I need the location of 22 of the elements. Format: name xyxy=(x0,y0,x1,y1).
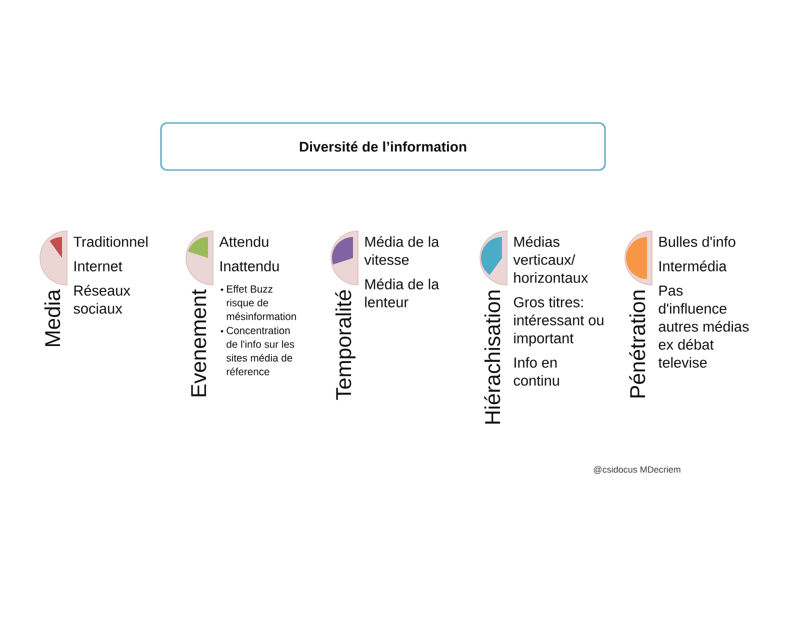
list-item: Attendu xyxy=(219,236,268,247)
category-heading: Hiérachisation xyxy=(484,290,500,424)
bullet-item: Concentration de l'info sur les sites média de réference xyxy=(226,326,294,376)
list-item: Média de la lenteur xyxy=(365,278,440,308)
list-item: Info en continu xyxy=(514,357,559,386)
category-heading: Media xyxy=(44,289,60,346)
list-item: Intermédia xyxy=(660,260,727,272)
list-item: Gros titres: intéressant ou important xyxy=(514,296,604,346)
category-heading: Pénétration xyxy=(629,290,646,398)
category-heading: Temporalité xyxy=(335,290,356,400)
bullet-item: Effet Buzz risque de mésinformation xyxy=(226,285,296,320)
title-box: Diversité de l’information xyxy=(160,122,606,171)
category-heading: Evenement xyxy=(191,289,206,396)
list-item: Médias verticaux/ horizontaux xyxy=(513,236,588,283)
list-item: Traditionnel xyxy=(74,236,148,247)
list-item: Internet xyxy=(74,261,122,272)
list-item: Bulles d'info xyxy=(659,236,736,247)
list-item: Réseaux sociaux xyxy=(74,284,130,314)
credit-text: @csidocus MDecriem xyxy=(594,466,680,474)
list-item: Inattendu xyxy=(220,260,279,272)
list-item: Média de la vitesse xyxy=(364,236,440,265)
list-item: Pas d'influence autres médias ex débat televise xyxy=(658,286,749,368)
